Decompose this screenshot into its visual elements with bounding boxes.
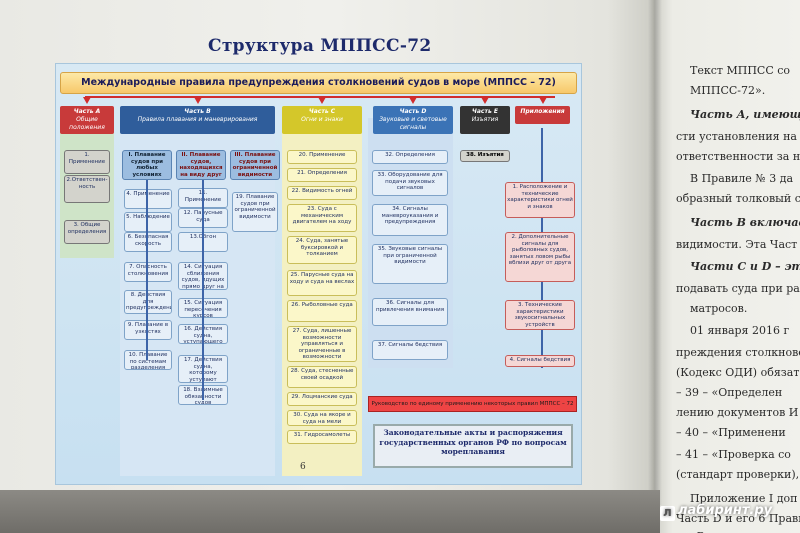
right-page-line: Часть В включае xyxy=(690,216,800,229)
annex-item: 3. Технические характеристики звукосигна… xyxy=(505,300,575,330)
right-page-line: В Правиле № 3 да xyxy=(690,172,794,185)
right-page-line: преждения столкнове xyxy=(676,346,800,359)
part-c-rule: 23. Суда с механическим двигателем на хо… xyxy=(287,204,357,232)
part-b-rule: 4. Применение xyxy=(124,189,172,209)
part-b-rule: 5. Наблюдение xyxy=(124,212,172,232)
arrow-down-icon xyxy=(83,97,91,104)
part-b-rule: 19. Плавание судов при ограниченной види… xyxy=(232,192,278,232)
table-surface xyxy=(0,490,660,533)
page-title: Структура МППСС-72 xyxy=(208,36,432,56)
annex-item: 1. Расположение и технические характерис… xyxy=(505,182,575,218)
part-b-rule: 8. Действия для предупреждения столкнове… xyxy=(124,290,172,314)
part-c-rule: 22. Видимость огней xyxy=(287,186,357,200)
part-a-rule: 1. Применение xyxy=(64,150,110,174)
part-c-rule: 24. Суда, занятые буксировкой и толкание… xyxy=(287,236,357,264)
part-d-rule: 33. Оборудование для подачи звуковых сиг… xyxy=(372,170,448,196)
b1-connector xyxy=(146,180,148,360)
part-b-section: I. Плавание судов при любых условиях вид… xyxy=(122,150,172,180)
right-page-line: лению документов И xyxy=(676,406,799,419)
main-banner: Международные правила предупреждения сто… xyxy=(60,72,577,94)
arrow-down-icon xyxy=(409,97,417,104)
labyrinth-logo-icon: л xyxy=(660,505,675,521)
right-page-line: видимости. Эта Част xyxy=(676,238,798,251)
part-c-rule: 27. Суда, лишенные возможности управлять… xyxy=(287,326,357,362)
b2-connector xyxy=(202,180,204,400)
arrow-down-icon xyxy=(318,97,326,104)
right-page-line: «Руководство…» де xyxy=(690,530,800,533)
book-spine xyxy=(648,0,662,505)
right-page-line: Приложение I доп xyxy=(690,492,798,505)
part-c-rule: 21. Определения xyxy=(287,168,357,182)
part-b-section: II. Плавание судов, находящихся на виду … xyxy=(176,150,226,180)
arrow-down-icon xyxy=(538,97,547,104)
right-page-line: – 40 – «Применени xyxy=(676,426,786,439)
part-b-rule: 9. Плавание в узкостях xyxy=(124,320,172,340)
part-d-rule: 32. Определения xyxy=(372,150,448,164)
right-page-line: сти установления на xyxy=(676,130,797,143)
right-page-line: (стандарт проверки), xyxy=(676,468,800,481)
part-b-rule: 7. Опасность столкновения xyxy=(124,262,172,282)
right-page-line: – 41 – «Проверка со xyxy=(676,448,791,461)
arrow-down-icon xyxy=(481,97,489,104)
right-page-line: образный толковый с xyxy=(676,192,800,205)
part-header: Приложения xyxy=(515,106,570,124)
right-page-line: (Кодекс ОДИ) обязат xyxy=(676,366,800,379)
part-c-rule: 26. Рыболовные суда xyxy=(287,300,357,322)
annex-item: 2. Дополнительные сигналы для рыболовных… xyxy=(505,232,575,282)
part-c-rule: 25. Парусные суда на ходу и суда на весл… xyxy=(287,270,357,296)
part-c-rule: 29. Лоцманские суда xyxy=(287,392,357,406)
part-b-rule: 10. Плавание по системам разделения движ… xyxy=(124,350,172,370)
part-d-rule: 35. Звуковые сигналы при ограниченной ви… xyxy=(372,244,448,284)
part-b-section: III. Плавание судов при ограниченной вид… xyxy=(230,150,280,180)
part-a-rule: 2.Ответствен-ность xyxy=(64,175,110,203)
part-c-rule: 28. Суда, стесненные своей осадкой xyxy=(287,366,357,388)
part-c-rule: 31. Гидросамолеты xyxy=(287,430,357,444)
part-d-rule: 37. Сигналы бедствия xyxy=(372,340,448,360)
watermark-text: лабиринт.ру xyxy=(678,503,773,518)
part-a-rule: 3. Общие определения xyxy=(64,220,110,244)
right-page-line: Текст МППСС со xyxy=(690,64,791,77)
guide-bar: Руководство по единому применению некото… xyxy=(368,396,577,412)
right-page-line: 01 января 2016 г xyxy=(690,324,790,337)
right-page-line: подавать суда при ра xyxy=(676,282,800,295)
part-b-rule: 6. Безопасная скорость xyxy=(124,232,172,252)
arrow-down-icon xyxy=(193,97,202,104)
watermark: л лабиринт.ру xyxy=(660,503,800,523)
part-c-rule: 20. Применение xyxy=(287,150,357,164)
right-page-line: Часть D и его 6 Прави xyxy=(676,512,800,525)
part-e-rule: 38. Изъятия xyxy=(460,150,510,162)
part-c-rule: 30. Суда на якоре и суда на мели xyxy=(287,410,357,426)
right-page-line: МППСС-72». xyxy=(690,84,766,97)
right-page-line: Часть А, имеюща xyxy=(690,108,800,121)
right-page xyxy=(655,0,800,533)
laws-box: Законодательные акты и распоряжения госу… xyxy=(373,424,573,468)
part-d-rule: 34. Сигналы маневроуказания и предупрежд… xyxy=(372,204,448,236)
annex-item: 4. Сигналы бедствия xyxy=(505,355,575,367)
right-page-line: – 39 – «Определен xyxy=(676,386,783,399)
right-page-line: ответственности за н xyxy=(676,150,800,163)
right-page-line: матросов. xyxy=(690,302,748,315)
right-page-line: Части С и D – эт xyxy=(690,260,800,273)
page-number: 6 xyxy=(300,462,306,472)
part-d-rule: 36. Сигналы для привлечения внимания xyxy=(372,298,448,326)
